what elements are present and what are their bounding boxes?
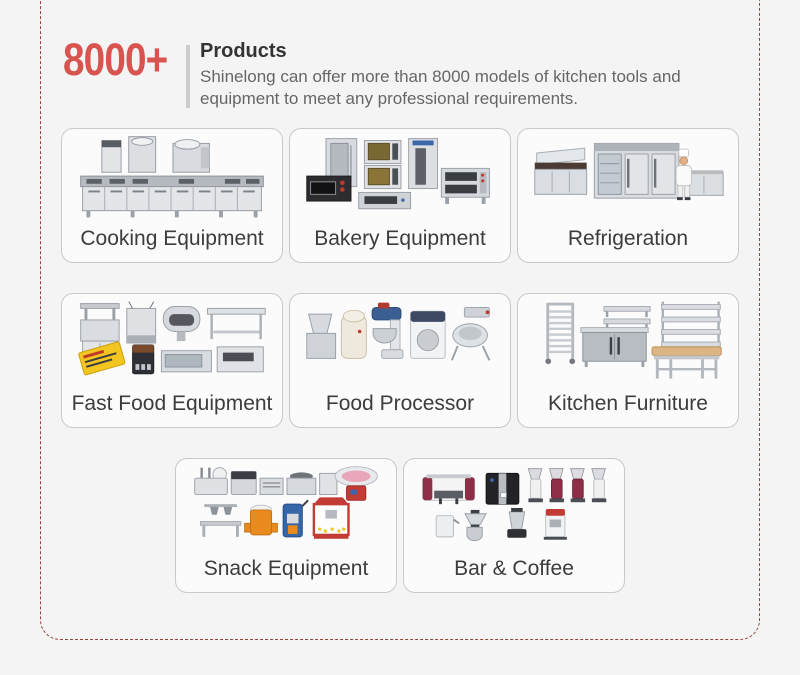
category-label: Bar & Coffee [454,557,574,580]
category-label: Cooking Equipment [80,227,264,250]
food-processor-image [306,302,491,361]
category-card-bakery-equipment[interactable]: Bakery Equipment [289,128,511,263]
section-description: Shinelong can offer more than 8000 model… [200,67,681,108]
category-card-kitchen-furniture[interactable]: Kitchen Furniture [517,293,739,428]
section-title: Products [200,40,287,62]
category-card-food-processor[interactable]: Food Processor [289,293,511,428]
header-divider [186,45,190,108]
kitchen-furniture-image [545,301,722,379]
category-label: Kitchen Furniture [548,392,708,415]
category-card-refrigeration[interactable]: Refrigeration [517,128,739,263]
category-card-snack-equipment[interactable]: Snack Equipment [175,458,397,593]
fast-food-equipment-image [78,301,266,376]
category-grid: Cooking Equipment [61,128,739,593]
category-label: Refrigeration [567,227,689,250]
products-count: 8000+ [63,34,168,85]
category-label: Fast Food Equipment [71,392,273,415]
cooking-equipment-image [80,136,264,218]
category-card-fast-food-equipment[interactable]: Fast Food Equipment [61,293,283,428]
category-card-cooking-equipment[interactable]: Cooking Equipment [61,128,283,263]
snack-equipment-image [194,466,378,539]
bar-coffee-image [422,468,607,542]
bakery-equipment-image [306,138,490,210]
category-label: Snack Equipment [203,557,369,580]
category-label: Bakery Equipment [314,227,486,250]
refrigeration-image [534,142,724,201]
category-label: Food Processor [325,392,475,415]
category-card-bar-coffee[interactable]: Bar & Coffee [403,458,625,593]
